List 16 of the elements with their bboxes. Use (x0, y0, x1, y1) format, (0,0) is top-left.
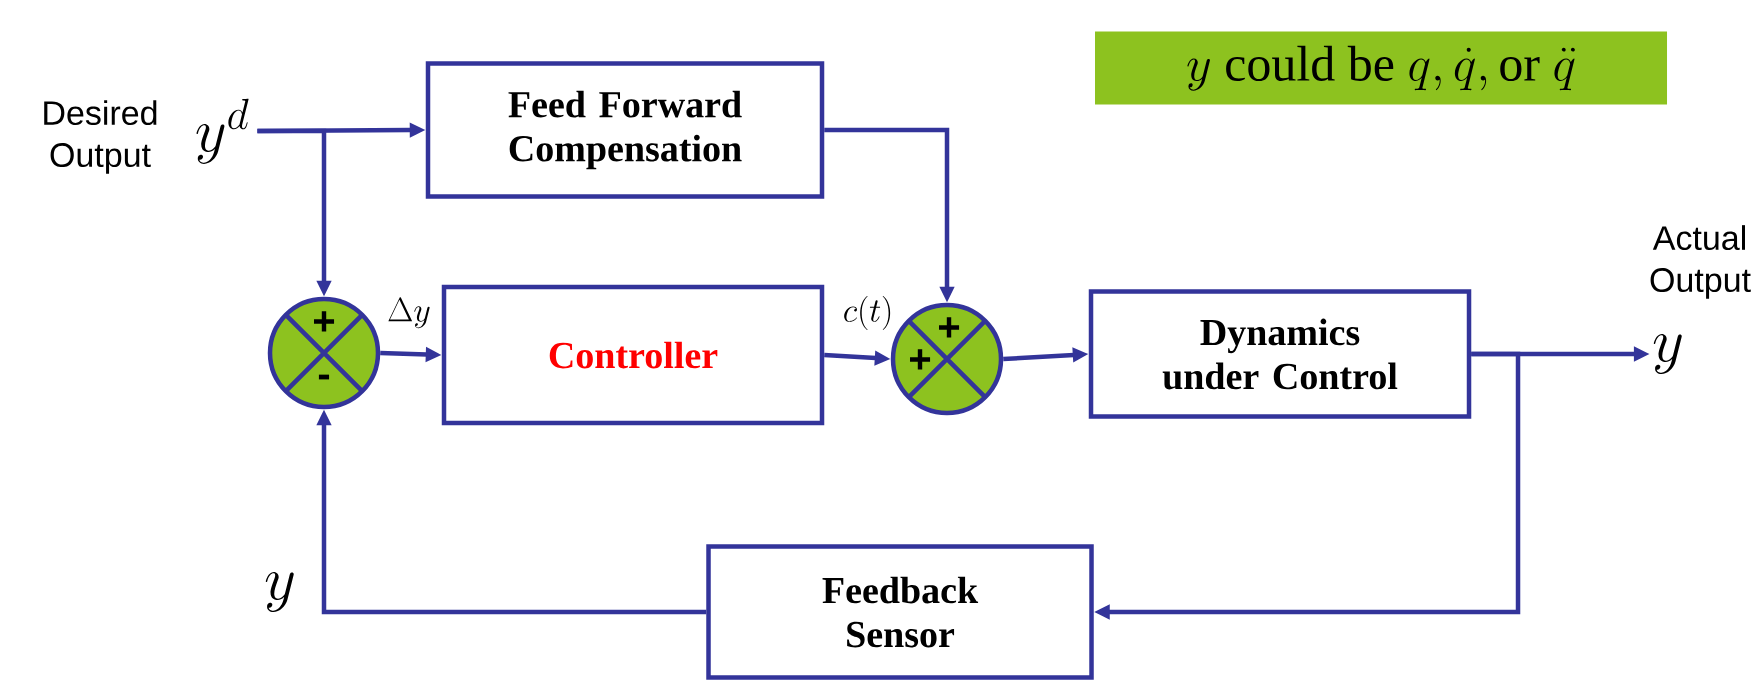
block-box: Feedback Sensor (706, 544, 1094, 680)
edge-label: $c(t)$ (841, 295, 895, 331)
signal-symbol: $y$ (1653, 334, 1682, 374)
signal-symbol: $y^d$ (196, 98, 249, 164)
sign-label: + (314, 311, 335, 332)
edge-label: $\Delta y$ (386, 297, 432, 329)
block-box: Dynamics under Control (1088, 289, 1472, 419)
note-box: $y\ \mathrm{could\ be}\ q, \dot{q}, \mathrm{or}\ \ddot{q}$ (1095, 31, 1667, 105)
block-box: Controller (441, 284, 825, 426)
io-label: Actual Output (1650, 225, 1751, 299)
block-box: Feed Forward Compensation (425, 61, 825, 199)
edge-label: $y$ (263, 571, 297, 613)
sign-label: + (910, 349, 931, 370)
io-label: Desired Output (44, 100, 157, 174)
sign-label: - (318, 374, 330, 380)
sign-label: + (939, 317, 960, 338)
